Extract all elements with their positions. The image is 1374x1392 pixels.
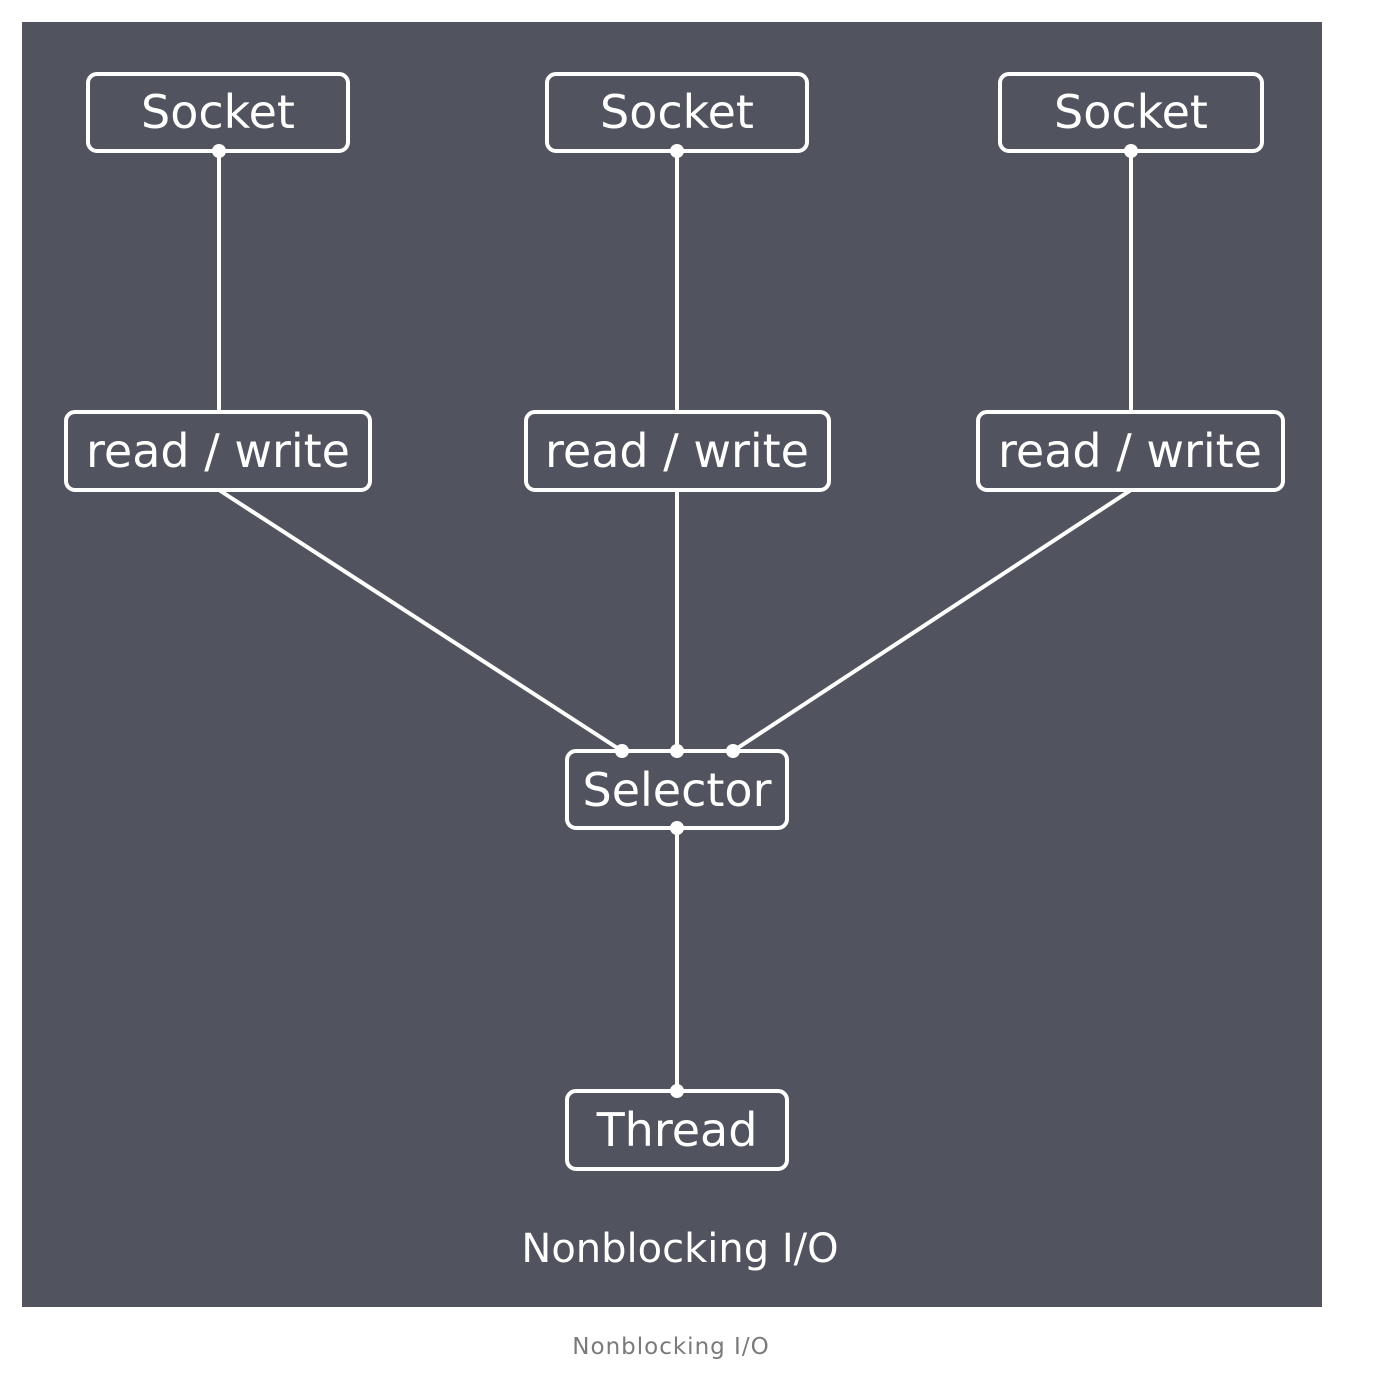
diagram-title: Nonblocking I/O xyxy=(521,1226,838,1272)
read-write-node-2: read / write xyxy=(524,410,831,492)
port-selector-top-left xyxy=(615,744,629,758)
port-selector-top-right xyxy=(726,744,740,758)
port-selector-top-center xyxy=(670,744,684,758)
socket-node-1-label: Socket xyxy=(141,85,295,139)
selector-node-label: Selector xyxy=(583,763,772,817)
edge-rw-1-selector xyxy=(217,488,624,753)
selector-node: Selector xyxy=(565,749,789,830)
figure-caption: Nonblocking I/O xyxy=(572,1334,770,1360)
read-write-node-2-label: read / write xyxy=(545,424,809,478)
socket-node-3-label: Socket xyxy=(1054,85,1208,139)
read-write-node-3-label: read / write xyxy=(998,424,1262,478)
port-socket-1-bottom xyxy=(212,144,226,158)
port-selector-bottom xyxy=(670,821,684,835)
read-write-node-3: read / write xyxy=(976,410,1285,492)
socket-node-1: Socket xyxy=(86,72,350,153)
thread-node: Thread xyxy=(565,1089,789,1171)
read-write-node-1-label: read / write xyxy=(86,424,350,478)
port-socket-3-bottom xyxy=(1124,144,1138,158)
edge-rw-3-selector xyxy=(731,488,1133,753)
port-socket-2-bottom xyxy=(670,144,684,158)
socket-node-2-label: Socket xyxy=(600,85,754,139)
socket-node-2: Socket xyxy=(545,72,809,153)
socket-node-3: Socket xyxy=(998,72,1264,153)
port-thread-top xyxy=(670,1084,684,1098)
thread-node-label: Thread xyxy=(596,1103,758,1157)
read-write-node-1: read / write xyxy=(64,410,372,492)
